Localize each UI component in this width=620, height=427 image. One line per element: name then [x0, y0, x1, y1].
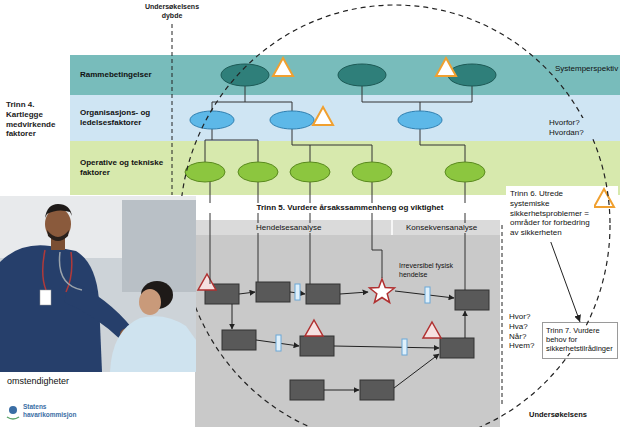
- patient-face: [139, 289, 161, 315]
- logo-mark: [9, 406, 17, 414]
- tree-wire: [205, 129, 465, 162]
- event-box: [455, 290, 489, 310]
- event-box: [222, 330, 256, 350]
- care-photo: [0, 196, 196, 372]
- step-text: Trinn 6. Utrede systemiske sikkerhetspro…: [510, 189, 594, 238]
- operative-oval: [185, 162, 225, 182]
- barrier-bar: [295, 284, 300, 300]
- nurse-beard: [47, 230, 69, 241]
- event-arrow: [239, 292, 255, 294]
- flow-arrow: [551, 242, 580, 322]
- diagram-label: Statens havarikommisjon: [22, 403, 82, 419]
- logo-mark: [7, 417, 19, 419]
- depth-axis: [172, 24, 173, 195]
- barrier-bar: [402, 339, 407, 355]
- event-box: [360, 380, 394, 400]
- problem-triangle: [273, 58, 293, 76]
- label-holder: Systemperspektiv: [554, 64, 619, 74]
- barrier-bar: [276, 335, 281, 351]
- analysis-ground: [195, 220, 500, 427]
- diagram-label: Trinn 5. Vurdere årsakssammenheng og vik…: [200, 203, 500, 213]
- nurse-hair: [45, 204, 72, 218]
- breadth-axis: [502, 225, 503, 405]
- system-circle: [180, 5, 610, 427]
- operative-oval: [238, 162, 278, 182]
- nurse-badge: [40, 290, 51, 305]
- event-box: [300, 336, 334, 356]
- event-box: [440, 338, 474, 358]
- event-arrow: [340, 292, 368, 294]
- tree-wire: [210, 181, 465, 290]
- organisation-oval: [190, 111, 234, 129]
- diagram-label: Hendelsesanalyse: [255, 223, 322, 233]
- diagram-label: Trinn 4. Kartlegge medvirkende faktorer: [5, 100, 67, 139]
- event-star: [370, 279, 395, 303]
- label-holder: Trinn 5. Vurdere årsakssammenheng og vik…: [200, 203, 500, 213]
- diagram-label: Konsekvensanalyse: [405, 223, 478, 233]
- framework-oval: [338, 64, 386, 86]
- operative-oval: [445, 162, 485, 182]
- barrier-bar: [425, 287, 430, 303]
- operative-oval: [352, 162, 392, 182]
- diagram-label: Systemperspektiv: [554, 64, 619, 74]
- problem-triangle: [436, 58, 456, 76]
- event-arrow: [334, 346, 439, 348]
- label-holder: Irreversibel fysisk hendelse: [398, 262, 456, 279]
- photo-ground: [0, 196, 196, 372]
- organisation-oval: [398, 111, 442, 129]
- event-arrow: [232, 304, 233, 329]
- diagram-label: Irreversibel fysisk hendelse: [398, 262, 456, 279]
- step-box: Trinn 7. Vurdere behov for sikkerhetstil…: [542, 322, 618, 359]
- header-divider: [391, 220, 393, 235]
- band-title: Organisasjons- og ledelsesfaktorer: [80, 108, 166, 128]
- hazard-triangle: [305, 320, 323, 336]
- label-holder: Hendelsesanalyse: [255, 223, 322, 233]
- label-holder: Undersøkelsens: [528, 410, 588, 419]
- patient-gown: [110, 316, 196, 372]
- problem-triangle: [594, 189, 614, 207]
- event-box: [306, 284, 340, 304]
- label-holder: Statens havarikommisjon: [22, 403, 82, 419]
- step-text: Trinn 7. Vurdere behov for sikkerhetstil…: [546, 326, 614, 353]
- event-arrow: [394, 354, 439, 388]
- label-holder: Trinn 4. Kartlegge medvirkende faktorer: [5, 100, 67, 139]
- operative-oval: [290, 162, 330, 182]
- label-holder: omstendigheter: [6, 376, 70, 387]
- diagram-label: Undersøkelsens dybde: [140, 3, 204, 20]
- band-title: Rammebetingelser: [80, 70, 166, 80]
- hazard-triangle: [198, 274, 216, 290]
- tree-wire: [212, 86, 472, 111]
- photo-panel: [122, 200, 196, 292]
- factor-band: Organisasjons- og ledelsesfaktorer: [70, 95, 620, 141]
- stethoscope: [59, 252, 82, 290]
- event-box: [256, 282, 290, 302]
- label-holder: Hvorfor? Hvordan?: [548, 118, 592, 138]
- diagram-label: Hvorfor? Hvordan?: [548, 118, 592, 138]
- nurse-lanyard: [43, 250, 72, 292]
- label-holder: Hvor? Hva? Når? Hvem?: [508, 312, 538, 351]
- problem-triangle: [313, 107, 333, 125]
- organisation-oval: [270, 111, 314, 129]
- band-title: Operative og tekniske faktorer: [80, 158, 166, 178]
- event-box: [290, 380, 324, 400]
- diagram-label: Undersøkelsens: [528, 410, 588, 419]
- event-arrow: [324, 390, 359, 391]
- label-holder: Undersøkelsens dybde: [140, 3, 204, 20]
- analysis-header: [195, 220, 500, 235]
- hazard-triangle: [423, 322, 441, 338]
- label-holder: Konsekvensanalyse: [405, 223, 478, 233]
- diagram-label: omstendigheter: [6, 376, 70, 387]
- diagram-label: Hvor? Hva? Når? Hvem?: [508, 312, 538, 351]
- event-arrow: [465, 311, 466, 338]
